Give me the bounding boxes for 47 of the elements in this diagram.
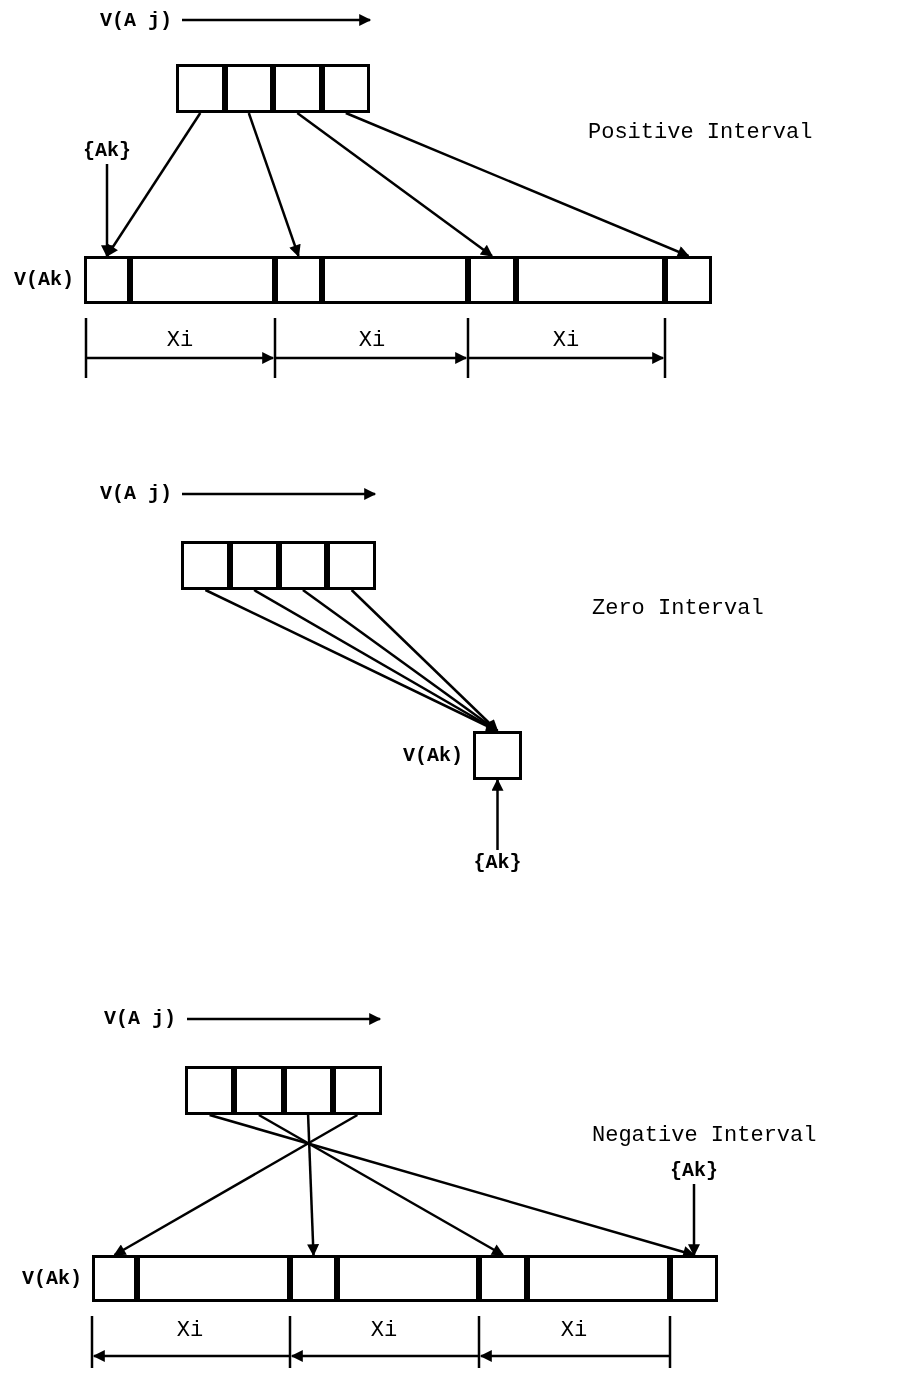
array-cell bbox=[278, 541, 328, 590]
dimension-label: Xi bbox=[358, 328, 386, 354]
arrow bbox=[113, 1113, 359, 1257]
variable-label: V(A j) bbox=[100, 481, 172, 507]
variable-label: V(A j) bbox=[104, 1006, 176, 1032]
array-cell bbox=[229, 541, 279, 590]
arrow bbox=[491, 778, 504, 850]
array-cell bbox=[322, 256, 468, 304]
set-label: {Ak} bbox=[461, 850, 534, 876]
dimension-label: Xi bbox=[560, 1318, 588, 1344]
interval-title: Negative Interval bbox=[592, 1123, 817, 1149]
variable-label: V(Ak) bbox=[22, 1265, 82, 1292]
arrow bbox=[350, 589, 499, 732]
array-cell bbox=[137, 1255, 290, 1302]
array-cell bbox=[273, 64, 322, 113]
arrow bbox=[296, 112, 493, 257]
dimension-label: Xi bbox=[552, 328, 580, 354]
dimension-label: Xi bbox=[176, 1318, 204, 1344]
array-cell bbox=[283, 1066, 333, 1115]
array-cell bbox=[479, 1255, 527, 1302]
dimension-label: Xi bbox=[370, 1318, 398, 1344]
arrow bbox=[209, 1113, 696, 1258]
arrow bbox=[101, 164, 113, 258]
arrow bbox=[258, 1113, 505, 1257]
arrow bbox=[306, 1114, 320, 1257]
array-cell bbox=[337, 1255, 479, 1302]
variable-label: V(A j) bbox=[100, 8, 172, 34]
interval-title: Zero Interval bbox=[592, 596, 764, 622]
array-cell bbox=[224, 64, 273, 113]
arrow bbox=[105, 112, 202, 257]
set-label: {Ak} bbox=[71, 138, 143, 164]
array-cell bbox=[290, 1255, 337, 1302]
array-cell bbox=[516, 256, 665, 304]
set-label: {Ak} bbox=[658, 1158, 730, 1184]
array-cell bbox=[473, 731, 522, 780]
arrow bbox=[247, 112, 301, 258]
array-cell bbox=[130, 256, 275, 304]
arrow bbox=[345, 111, 690, 258]
variable-label: V(Ak) bbox=[403, 742, 463, 769]
array-cell bbox=[234, 1066, 284, 1115]
array-cell bbox=[468, 256, 516, 304]
arrow bbox=[688, 1184, 700, 1257]
interval-title: Positive Interval bbox=[588, 120, 813, 146]
array-cell bbox=[275, 256, 322, 304]
variable-label: V(Ak) bbox=[14, 267, 74, 293]
dimension-label: Xi bbox=[166, 328, 194, 354]
array-cell bbox=[527, 1255, 670, 1302]
